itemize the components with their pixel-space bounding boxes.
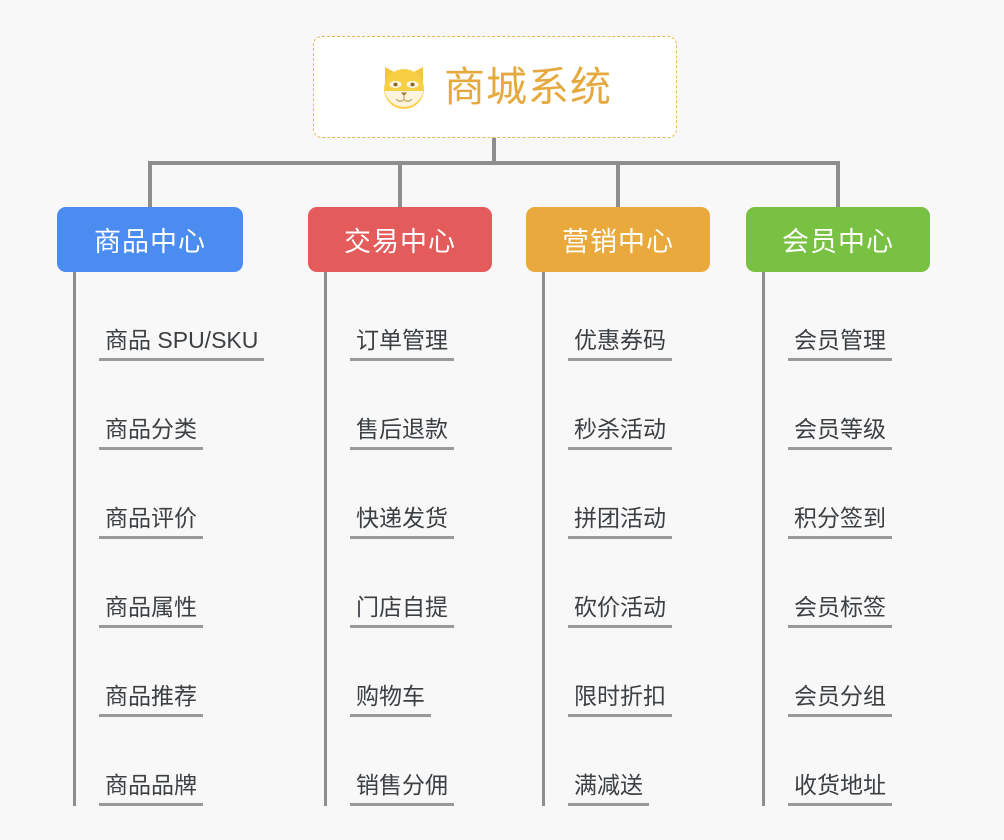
leaf-label: 会员标签 xyxy=(788,595,892,628)
branch-header-label-4: 会员中心 xyxy=(782,227,894,257)
leaf-item[interactable]: 会员等级 xyxy=(762,361,930,450)
leaf-item[interactable]: 商品属性 xyxy=(73,539,243,628)
branch-header-1[interactable]: 商品中心 xyxy=(57,207,243,272)
branch-column-3: 营销中心 优惠券码 秒杀活动 拼团活动 砍价活动 限时折扣 满减送 xyxy=(526,207,710,806)
branch-column-1: 商品中心 商品 SPU/SKU 商品分类 商品评价 商品属性 商品推荐 商品品牌 xyxy=(57,207,265,806)
leaf-label: 会员等级 xyxy=(788,417,892,450)
root-title: 商城系统 xyxy=(444,63,612,110)
leaf-item[interactable]: 会员标签 xyxy=(762,539,930,628)
leaf-item[interactable]: 商品推荐 xyxy=(73,628,243,717)
branch-column-2: 交易中心 订单管理 售后退款 快递发货 门店自提 购物车 销售分佣 xyxy=(308,207,492,806)
leaf-item[interactable]: 商品评价 xyxy=(73,450,243,539)
leaf-item[interactable]: 拼团活动 xyxy=(542,450,710,539)
connector-drop-1 xyxy=(148,161,152,209)
leaf-item[interactable]: 限时折扣 xyxy=(542,628,710,717)
branch-trunk-3 xyxy=(542,272,545,806)
leaf-label: 商品品牌 xyxy=(99,773,203,806)
leaf-label: 优惠券码 xyxy=(568,328,672,361)
leaf-item[interactable]: 积分签到 xyxy=(762,450,930,539)
leaf-item[interactable]: 优惠券码 xyxy=(542,272,710,361)
leaf-label: 砍价活动 xyxy=(568,595,672,628)
leaf-label: 商品 SPU/SKU xyxy=(99,328,265,361)
leaf-item[interactable]: 门店自提 xyxy=(324,539,492,628)
leaf-item[interactable]: 销售分佣 xyxy=(324,717,492,806)
leaf-label: 拼团活动 xyxy=(568,506,672,539)
leaf-item[interactable]: 订单管理 xyxy=(324,272,492,361)
branch-trunk-1 xyxy=(73,272,76,806)
leaf-item[interactable]: 购物车 xyxy=(324,628,492,717)
leaf-item[interactable]: 会员管理 xyxy=(762,272,930,361)
leaf-label: 门店自提 xyxy=(350,595,454,628)
connector-drop-3 xyxy=(616,161,620,209)
shiba-dog-face-icon xyxy=(378,61,430,113)
leaf-label: 满减送 xyxy=(568,773,649,806)
connector-drop-4 xyxy=(836,161,840,209)
leaf-label: 会员分组 xyxy=(788,684,892,717)
leaf-item[interactable]: 满减送 xyxy=(542,717,710,806)
leaf-item[interactable]: 会员分组 xyxy=(762,628,930,717)
leaf-label: 商品属性 xyxy=(99,595,203,628)
leaf-label: 商品推荐 xyxy=(99,684,203,717)
branch-trunk-2 xyxy=(324,272,327,806)
leaf-label: 商品评价 xyxy=(99,506,203,539)
leaf-item[interactable]: 商品 SPU/SKU xyxy=(73,272,265,361)
branch-items-4: 会员管理 会员等级 积分签到 会员标签 会员分组 收货地址 xyxy=(762,272,930,806)
leaf-item[interactable]: 砍价活动 xyxy=(542,539,710,628)
branch-header-2[interactable]: 交易中心 xyxy=(308,207,492,272)
root-node[interactable]: 商城系统 xyxy=(313,36,677,138)
leaf-label: 购物车 xyxy=(350,684,431,717)
leaf-label: 积分签到 xyxy=(788,506,892,539)
leaf-item[interactable]: 秒杀活动 xyxy=(542,361,710,450)
leaf-item[interactable]: 售后退款 xyxy=(324,361,492,450)
branch-items-2: 订单管理 售后退款 快递发货 门店自提 购物车 销售分佣 xyxy=(324,272,492,806)
leaf-label: 会员管理 xyxy=(788,328,892,361)
branch-items-1: 商品 SPU/SKU 商品分类 商品评价 商品属性 商品推荐 商品品牌 xyxy=(73,272,265,806)
leaf-label: 订单管理 xyxy=(350,328,454,361)
leaf-label: 收货地址 xyxy=(788,773,892,806)
connector-root-stem xyxy=(492,138,496,163)
connector-drop-2 xyxy=(398,161,402,209)
branch-header-label-3: 营销中心 xyxy=(562,227,674,257)
leaf-item[interactable]: 快递发货 xyxy=(324,450,492,539)
leaf-label: 售后退款 xyxy=(350,417,454,450)
connector-horizontal-bus xyxy=(148,161,840,165)
leaf-label: 限时折扣 xyxy=(568,684,672,717)
leaf-label: 商品分类 xyxy=(99,417,203,450)
leaf-label: 秒杀活动 xyxy=(568,417,672,450)
leaf-item[interactable]: 商品品牌 xyxy=(73,717,243,806)
branch-column-4: 会员中心 会员管理 会员等级 积分签到 会员标签 会员分组 收货地址 xyxy=(746,207,930,806)
branch-header-4[interactable]: 会员中心 xyxy=(746,207,930,272)
leaf-item[interactable]: 商品分类 xyxy=(73,361,243,450)
leaf-item[interactable]: 收货地址 xyxy=(762,717,930,806)
leaf-label: 快递发货 xyxy=(350,506,454,539)
leaf-label: 销售分佣 xyxy=(350,773,454,806)
branch-trunk-4 xyxy=(762,272,765,806)
branch-header-label-1: 商品中心 xyxy=(94,227,206,257)
branch-items-3: 优惠券码 秒杀活动 拼团活动 砍价活动 限时折扣 满减送 xyxy=(542,272,710,806)
branch-header-3[interactable]: 营销中心 xyxy=(526,207,710,272)
branch-header-label-2: 交易中心 xyxy=(344,227,456,257)
